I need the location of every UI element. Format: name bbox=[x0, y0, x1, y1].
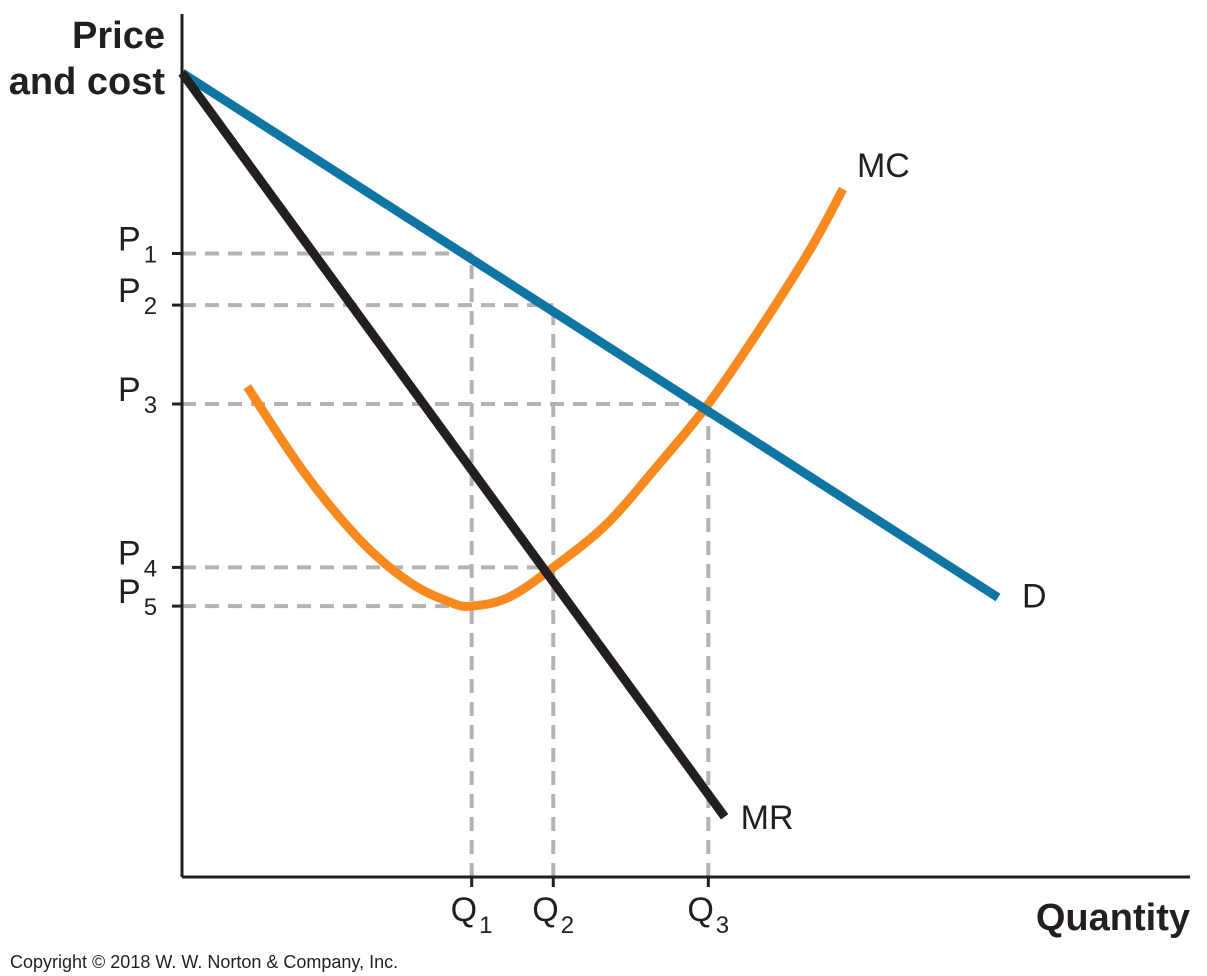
x-ticks: Q1 Q2 Q3 bbox=[451, 877, 729, 939]
x-axis-title: Quantity bbox=[1036, 897, 1190, 939]
x-tick-label-1: Q1 bbox=[451, 891, 493, 939]
copyright-text: Copyright © 2018 W. W. Norton & Company,… bbox=[10, 952, 398, 972]
x-tick-label-3: Q3 bbox=[687, 891, 729, 939]
label-mr: MR bbox=[741, 799, 794, 837]
curves bbox=[178, 69, 1001, 820]
label-mc: MC bbox=[857, 147, 910, 185]
curve-labels: D MR MC bbox=[741, 147, 1047, 837]
curve-mc bbox=[243, 186, 847, 611]
axes bbox=[180, 14, 1190, 879]
label-d: D bbox=[1022, 578, 1047, 616]
curve-mr bbox=[178, 70, 729, 820]
x-tick-label-2: Q2 bbox=[532, 891, 574, 939]
y-axis-title-line2: and cost bbox=[9, 61, 166, 103]
y-axis-title-line1: Price bbox=[72, 15, 165, 57]
curve-d bbox=[179, 69, 1001, 602]
guide-lines bbox=[182, 251, 711, 877]
